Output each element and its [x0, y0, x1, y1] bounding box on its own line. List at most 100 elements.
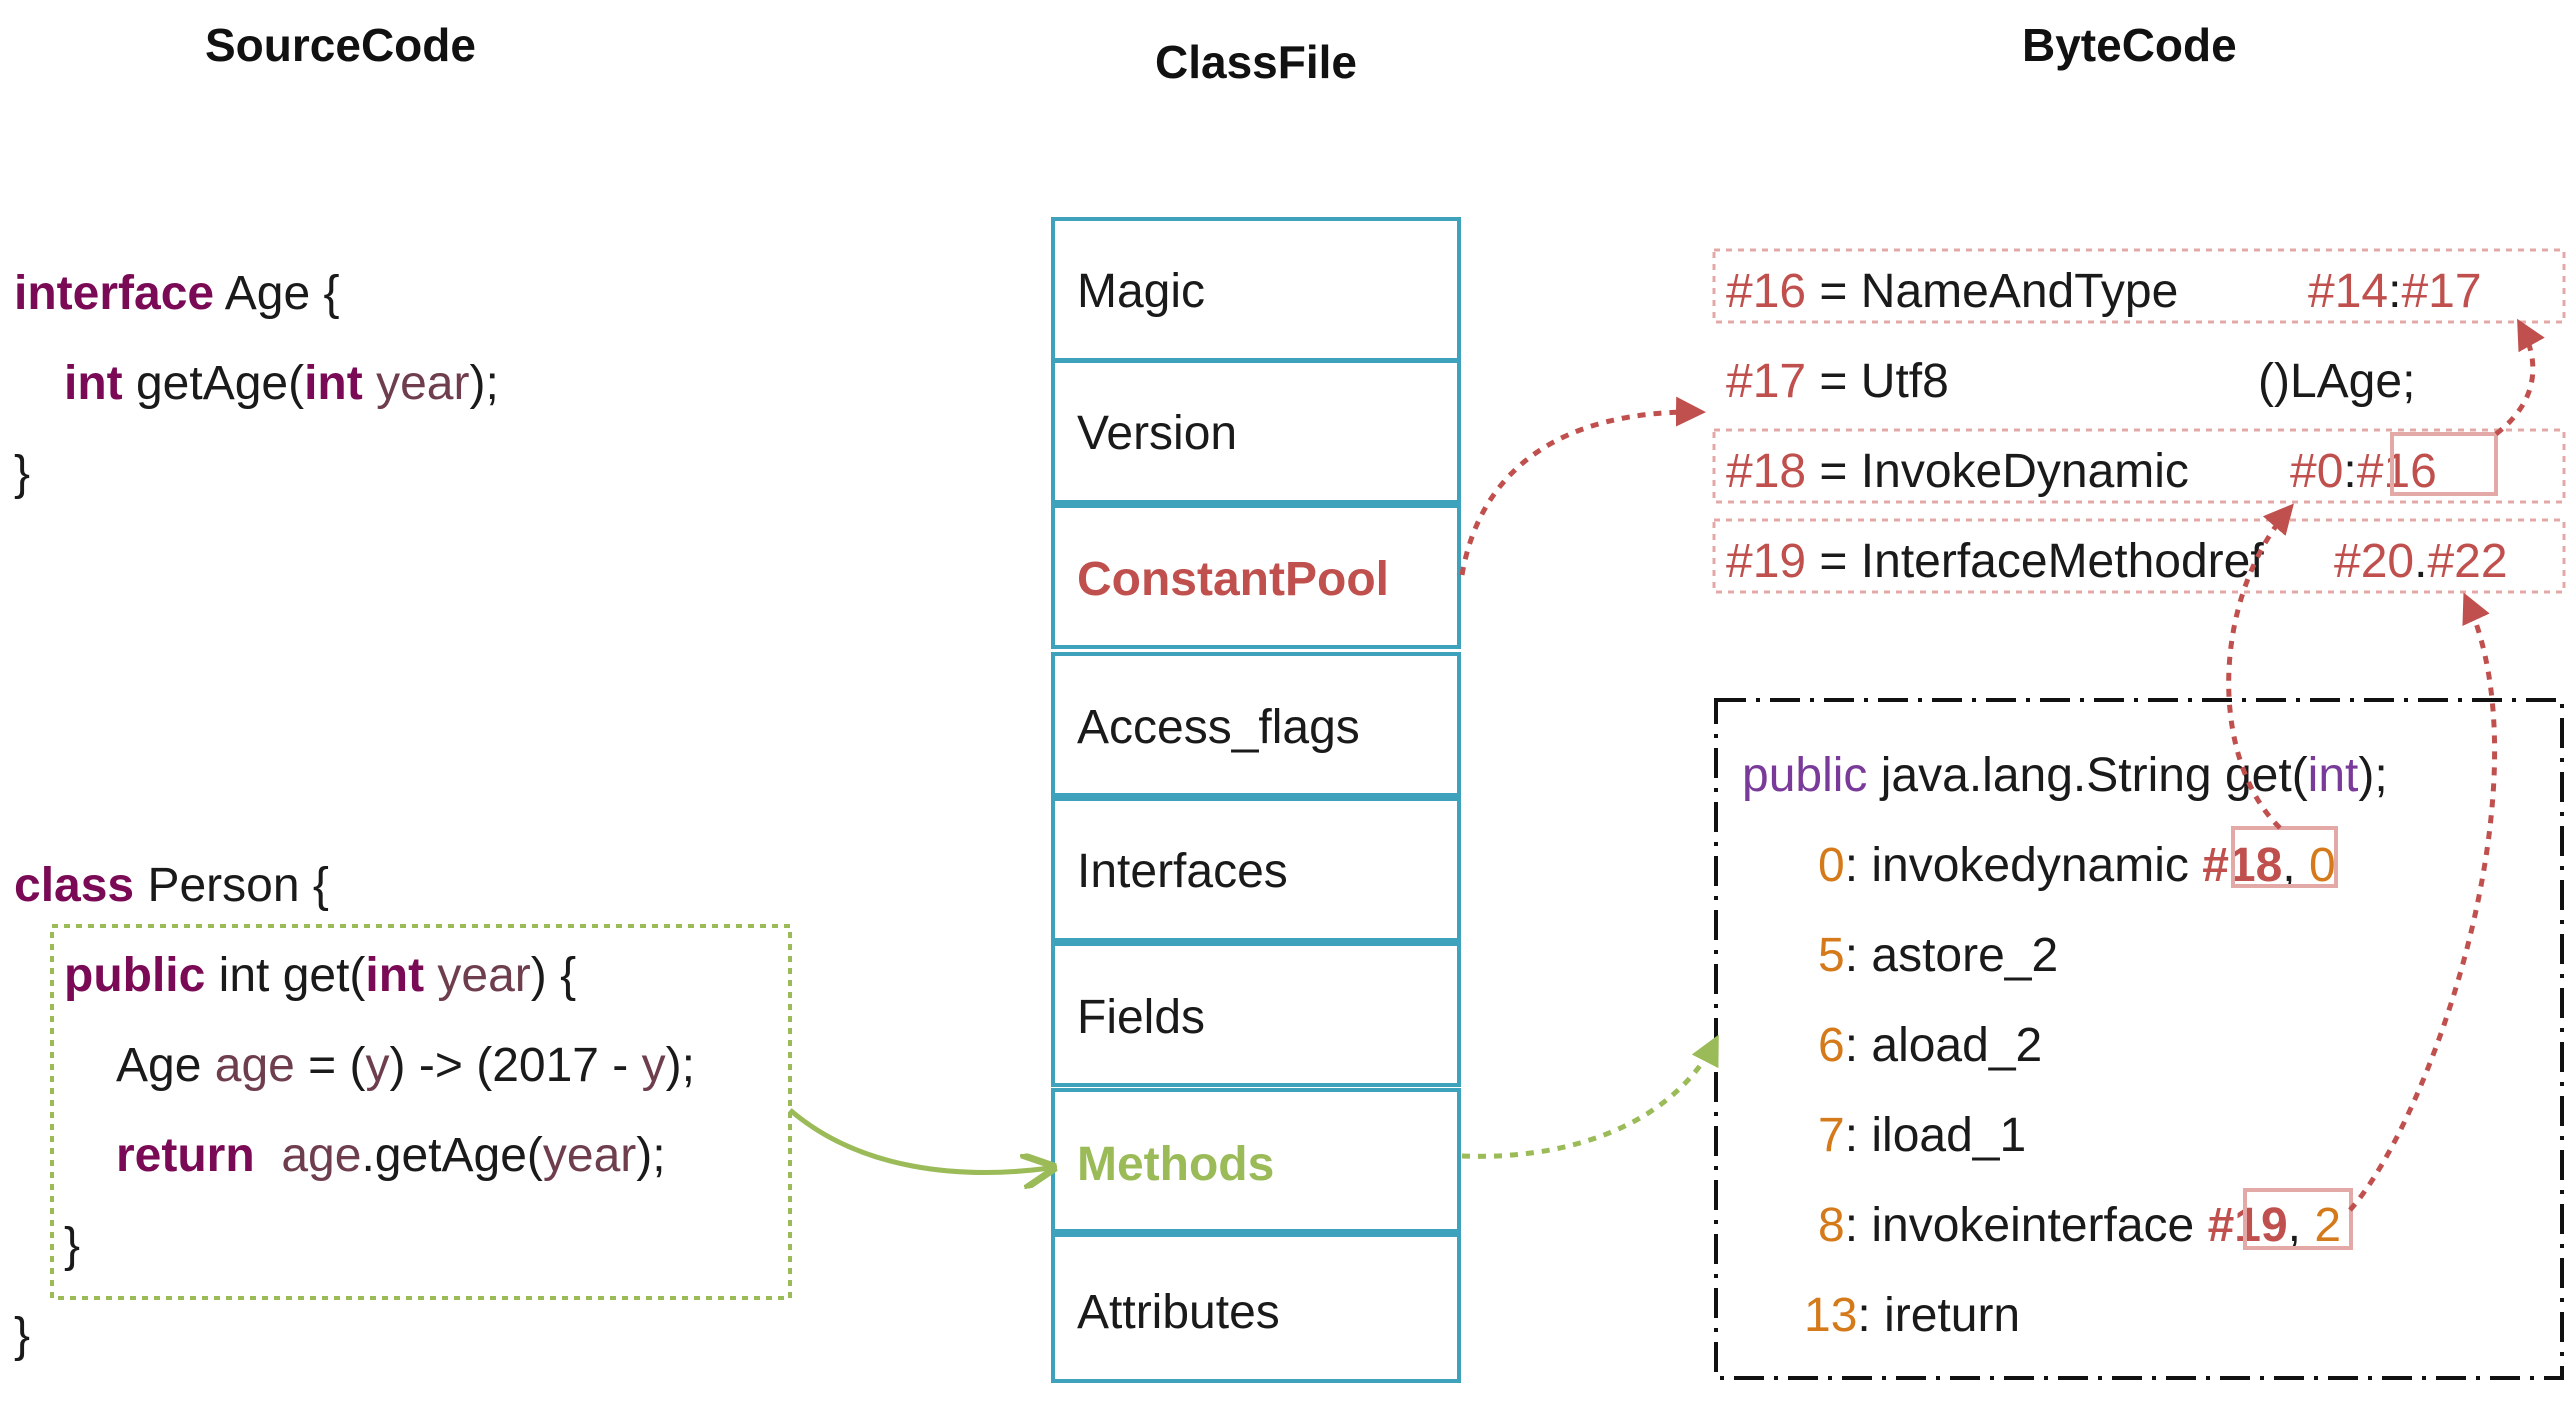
classfile-cell-access-flags [1051, 652, 1461, 797]
classfile-cell-attributes [1051, 1233, 1461, 1383]
bc-offset: 8 [1818, 1199, 1845, 1252]
source-text: ) -> (2017 - [389, 1039, 642, 1092]
source-brace: } [14, 1309, 31, 1362]
arrow-constantpool-to-entries [1459, 396, 1706, 576]
classfile-cell-magic [1051, 217, 1461, 362]
source-text: ); [636, 1129, 666, 1182]
arrow-cp18-to-cp16 [2494, 318, 2545, 436]
bc-ref: #18 [2202, 839, 2283, 892]
bc-sep: , [2287, 1199, 2315, 1252]
source-text: .getAge( [361, 1129, 543, 1182]
bytecode-line-7: 7: iload_1 [1818, 1112, 2026, 1160]
source-type: Age [116, 1039, 215, 1092]
source-param: year [362, 357, 470, 410]
cp-sep: : [2343, 445, 2357, 498]
bc-offset: 13 [1804, 1289, 1858, 1342]
bytecode-line-6: 6: aload_2 [1818, 1022, 2042, 1070]
source-brace: } [64, 1219, 81, 1272]
keyword-int: int [64, 357, 123, 410]
cp-entry-17: #17 = Utf8 [1726, 358, 1949, 406]
cp-id: #16 [1726, 265, 1807, 318]
cp-sep: : [2388, 265, 2402, 318]
keyword-interface: interface [14, 267, 215, 320]
source-line-getage: int getAge(int year); [64, 360, 499, 408]
keyword-public: public [64, 949, 206, 1002]
source-line-close-inner: } [64, 1222, 80, 1270]
cp-name: = InterfaceMethodref [1806, 535, 2264, 588]
bc-highlight-19 [2243, 1188, 2353, 1250]
source-line-lambda: Age age = (y) -> (2017 - y); [116, 1042, 695, 1090]
cp-box-19 [1712, 518, 2566, 594]
classfile-label-magic: Magic [1077, 265, 1206, 318]
cp-ref: #22 [2427, 535, 2508, 588]
cp-ref: #14 [2308, 265, 2389, 318]
cp-entry-18-refs: #0:#16 [2290, 448, 2437, 496]
cp-box-18 [1712, 428, 2566, 504]
bc-keyword-public: public [1742, 749, 1868, 802]
keyword-class: class [14, 859, 135, 912]
arrow-source-to-methods [788, 1108, 1050, 1172]
source-line-close1: } [14, 450, 30, 498]
cp-entry-19: #19 = InterfaceMethodref [1726, 538, 2264, 586]
bytecode-line-5: 5: astore_2 [1818, 932, 2058, 980]
classfile-heading: ClassFile [1155, 36, 1357, 88]
cp-name: = NameAndType [1806, 265, 2179, 318]
cp-entry-16: #16 = NameAndType [1726, 268, 2178, 316]
cp-highlight-16 [2390, 432, 2498, 496]
bc-text: ); [2358, 749, 2388, 802]
sourcecode-heading: SourceCode [205, 19, 476, 71]
source-text: Person { [134, 859, 329, 912]
source-var: age [281, 1129, 362, 1182]
bc-offset: 0 [1818, 839, 1845, 892]
cp-value: ()LAge; [2258, 355, 2416, 408]
classfile-cell-version [1051, 359, 1461, 504]
bc-ref: #19 [2207, 1199, 2288, 1252]
keyword-int: int [304, 357, 363, 410]
source-var: year [542, 1129, 637, 1182]
cp-id: #19 [1726, 535, 1807, 588]
bc-op: : invokedynamic [1844, 839, 2203, 892]
cp-name: = InvokeDynamic [1806, 445, 2189, 498]
classfile-cell-constantpool [1051, 504, 1461, 649]
classfile-cell-fields [1051, 942, 1461, 1087]
bc-highlight-18 [2231, 826, 2338, 888]
classfile-label-constantpool: ConstantPool [1077, 553, 1389, 606]
bc-sep: , [2282, 839, 2309, 892]
bytecode-line-0: 0: invokedynamic #18, 0 [1818, 842, 2336, 890]
source-line-interface: interface Age { [14, 270, 340, 318]
bc-op: : ireturn [1857, 1289, 2021, 1342]
bc-offset: 7 [1818, 1109, 1845, 1162]
cp-box-16 [1712, 248, 2566, 324]
bc-op: : invokeinterface [1844, 1199, 2208, 1252]
bytecode-line-8: 8: invokeinterface #19, 2 [1818, 1202, 2341, 1250]
source-var: age [214, 1039, 295, 1092]
classfile-label-methods: Methods [1077, 1138, 1275, 1191]
source-var: y [365, 1039, 390, 1092]
keyword-int: int [365, 949, 425, 1002]
source-var: y [641, 1039, 666, 1092]
source-method-box [50, 924, 792, 1300]
source-text: getAge( [122, 357, 305, 410]
source-text: ); [469, 357, 499, 410]
cp-entry-18: #18 = InvokeDynamic [1726, 448, 2189, 496]
source-text: ); [665, 1039, 695, 1092]
bc-offset: 6 [1818, 1019, 1845, 1072]
source-text: int get( [205, 949, 366, 1002]
source-text: Age { [214, 267, 340, 320]
source-brace: } [14, 447, 31, 500]
classfile-label-fields: Fields [1077, 991, 1206, 1044]
bc-offset: 5 [1818, 929, 1845, 982]
cp-ref: #16 [2356, 445, 2437, 498]
bc-op: : astore_2 [1844, 929, 2059, 982]
cp-id: #18 [1726, 445, 1807, 498]
bytecode-method-box [1714, 698, 2564, 1380]
bc-arg: 0 [2308, 839, 2336, 892]
arrow-methods-to-bytecode [1461, 1034, 1719, 1159]
cp-ref: #17 [2401, 265, 2482, 318]
cp-id: #17 [1726, 355, 1807, 408]
cp-entry-19-refs: #20.#22 [2334, 538, 2508, 586]
bc-op: : iload_1 [1844, 1109, 2027, 1162]
bc-arg: 2 [2314, 1199, 2342, 1252]
keyword-return: return [116, 1129, 255, 1182]
cp-name: = Utf8 [1806, 355, 1949, 408]
